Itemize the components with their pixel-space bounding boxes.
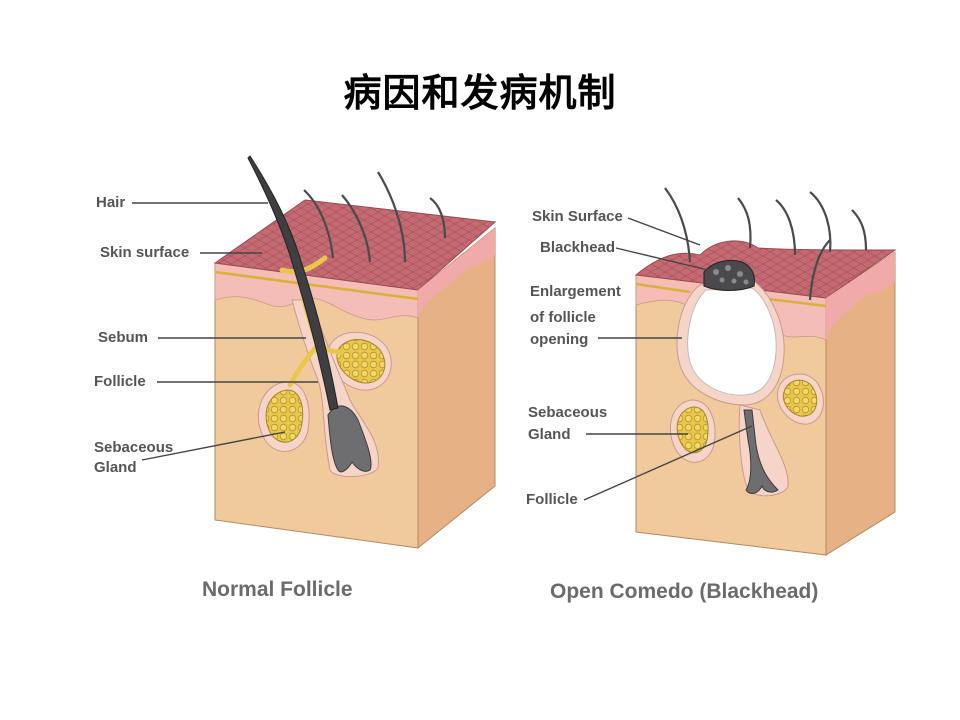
normal-follicle-block — [132, 155, 497, 550]
label-enlargement-line2: of follicle — [530, 309, 596, 326]
label-sebaceous-line2: Gland — [94, 459, 137, 476]
label-enlargement: Enlargement of follicle opening — [530, 282, 621, 350]
label-sebaceous-line1: Sebaceous — [94, 439, 174, 456]
skin-surface-top — [634, 240, 897, 299]
follicle-bulb — [327, 405, 372, 473]
sebaceous-gland-right — [328, 331, 392, 391]
label-sebum: Sebum — [98, 329, 149, 346]
caption-open-comedo: Open Comedo (Blackhead) — [550, 580, 819, 603]
label-follicle: Follicle — [94, 373, 146, 390]
label-skin-surface: Skin Surface — [532, 208, 623, 225]
label-hair: Hair — [96, 194, 126, 211]
label-enlargement-line1: Enlargement — [530, 283, 621, 300]
label-sebaceous-line2: Gland — [528, 426, 571, 443]
hair-shaft — [247, 155, 339, 411]
label-sebaceous-line1: Sebaceous — [528, 404, 608, 421]
label-skin-surface: Skin surface — [100, 244, 190, 261]
caption-normal-follicle: Normal Follicle — [202, 578, 353, 601]
label-sebaceous-gland: Sebaceous Gland — [528, 403, 607, 445]
label-follicle: Follicle — [526, 491, 578, 508]
label-blackhead: Blackhead — [540, 239, 616, 256]
sebaceous-gland-right — [776, 373, 824, 425]
follicle-bulb — [743, 409, 779, 494]
slide-title: 病因和发病机制 — [343, 70, 617, 115]
sebaceous-gland-left — [257, 381, 310, 452]
label-sebaceous-gland: Sebaceous Gland — [94, 438, 173, 478]
blackhead-plug — [703, 259, 755, 291]
label-enlargement-line3: opening — [530, 331, 589, 348]
sebum-plug — [687, 287, 777, 396]
open-comedo-block — [583, 187, 897, 556]
